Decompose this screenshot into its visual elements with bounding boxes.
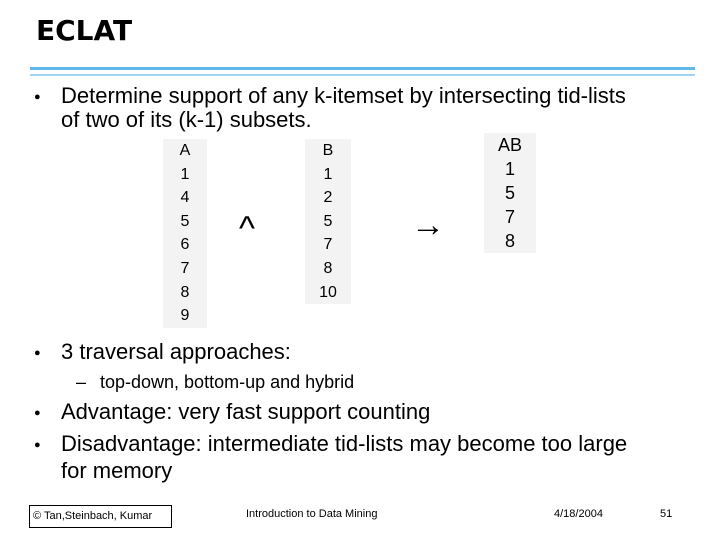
tidlist-a: A 1 4 5 6 7 8 9 xyxy=(163,139,207,328)
bullet-icon: ● xyxy=(34,407,41,419)
tidlist-ab-header: AB xyxy=(497,135,522,155)
bullet-icon: ● xyxy=(34,439,41,451)
tidlist-a-value: 5 xyxy=(180,212,190,230)
bullet-1-line-2: of two of its (k-1) subsets. xyxy=(61,107,312,132)
tidlist-a-value: 1 xyxy=(180,165,190,183)
tidlist-ab-value: 5 xyxy=(504,183,515,203)
tidlist-a-value: 7 xyxy=(180,259,190,277)
tidlist-a-value: 4 xyxy=(180,189,190,207)
bullet-2-line-1: 3 traversal approaches: xyxy=(61,339,291,364)
tidlist-a-value: 8 xyxy=(180,283,190,301)
tidlist-a-value: 6 xyxy=(180,236,190,254)
footer-date: 4/18/2004 xyxy=(554,508,603,520)
tidlist-ab-value: 1 xyxy=(504,159,515,179)
slide-title: ECLAT xyxy=(36,14,133,47)
footer-page-number: 51 xyxy=(660,508,673,520)
result-arrow-icon: → xyxy=(411,206,445,244)
tidlist-ab: AB 1 5 7 8 xyxy=(484,133,536,253)
tidlist-a-value: 9 xyxy=(180,307,190,325)
bullet-3-line-1: Advantage: very fast support counting xyxy=(61,399,431,424)
bullet-icon: ● xyxy=(34,91,41,103)
tidlist-a-header: A xyxy=(179,142,191,159)
tidlist-b-value: 2 xyxy=(323,189,333,207)
footer-copyright-box: © Tan,Steinbach, Kumar xyxy=(29,505,172,528)
footer-copyright: © Tan,Steinbach, Kumar xyxy=(33,510,153,522)
tidlist-ab-value: 8 xyxy=(504,231,515,251)
tidlist-b: B 1 2 5 7 8 10 xyxy=(305,139,351,305)
tidlist-b-value: 5 xyxy=(323,212,333,230)
sub-bullet-text: top-down, bottom-up and hybrid xyxy=(100,372,355,392)
title-rule-thick xyxy=(30,67,695,70)
bullet-4-line-1: Disadvantage: intermediate tid-lists may… xyxy=(61,431,628,456)
tidlist-b-value: 8 xyxy=(323,259,333,277)
bullet-1-line-1: Determine support of any k-itemset by in… xyxy=(61,83,626,108)
bullet-icon: ● xyxy=(34,347,41,359)
tidlist-ab-value: 7 xyxy=(504,207,515,227)
bullet-4-line-2: for memory xyxy=(61,458,173,483)
footer-course: Introduction to Data Mining xyxy=(246,508,378,520)
intersect-symbol: ^ xyxy=(239,210,255,248)
tidlist-b-value: 1 xyxy=(323,165,333,183)
sub-bullet-dash: – xyxy=(76,372,87,392)
title-rule-thin xyxy=(30,74,695,76)
tidlist-b-header: B xyxy=(322,142,334,159)
tidlist-b-value: 7 xyxy=(323,236,333,254)
tidlist-b-value: 10 xyxy=(319,283,337,301)
